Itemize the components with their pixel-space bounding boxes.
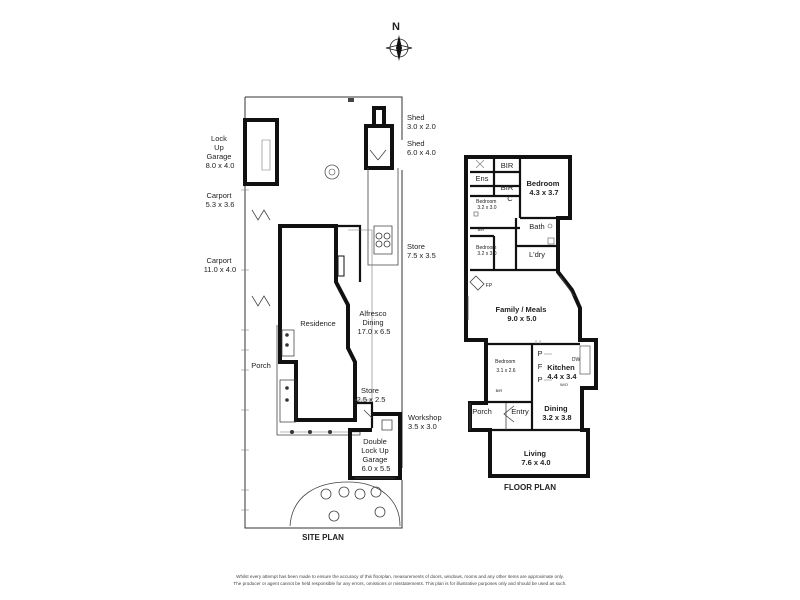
disclaimer-line-2: The producer or agent cannot be held res… — [233, 581, 566, 586]
interior-walls — [470, 157, 582, 432]
label-carport-1: Carport 5.3 x 3.6 — [206, 191, 235, 209]
label-store-1: Store 7.5 x 3.5 — [407, 242, 436, 260]
residence-walls — [278, 224, 357, 422]
compass: N — [385, 21, 413, 61]
site-plan-title: SITE PLAN — [302, 533, 344, 542]
water-tank-icon — [375, 232, 391, 248]
label-bedroom-4: Bedroom 3.1 x 2.6 — [495, 359, 517, 374]
label-bir-1: BIR — [501, 161, 514, 170]
compass-rose-icon — [385, 35, 413, 61]
label-porch-site: Porch — [251, 361, 271, 370]
label-living: Living 7.6 x 4.0 — [521, 449, 550, 467]
carport-gate-1 — [251, 209, 271, 221]
disclaimer: Whilst every attempt has been made to en… — [233, 574, 566, 586]
label-bir-4: BIR — [496, 388, 503, 393]
label-c: C — [507, 194, 513, 203]
garden-trees — [320, 486, 386, 522]
label-p2: P — [537, 375, 542, 384]
label-dw: DW — [572, 357, 581, 363]
label-p1: P — [537, 349, 542, 358]
shed-large-walls — [364, 124, 394, 170]
label-shed-1: Shed 3.0 x 2.0 — [407, 113, 436, 131]
meter-box — [348, 98, 354, 102]
shed-small-walls — [372, 106, 386, 128]
label-store-2: Store 2.5 x 2.5 — [357, 386, 386, 404]
front-porch — [469, 403, 507, 430]
label-bedroom-3: Bedroom 3.2 x 3.0 — [476, 245, 498, 257]
label-bedroom-main: Bedroom 4.3 x 3.7 — [526, 179, 561, 197]
floor-plan-title: FLOOR PLAN — [504, 483, 556, 492]
disclaimer-line-1: Whilst every attempt has been made to en… — [236, 574, 564, 579]
label-dining: Dining 3.2 x 3.8 — [542, 404, 571, 422]
label-lock-up-garage: Lock Up Garage 8.0 x 4.0 — [206, 134, 235, 170]
store-small-walls — [356, 401, 374, 428]
fireplace-icon — [469, 275, 485, 291]
label-bir-3: BIR — [478, 227, 485, 232]
label-ldry: L'dry — [529, 250, 545, 259]
label-bedroom-2: Bedroom 3.2 x 3.0 — [476, 199, 498, 211]
label-bir-2: BIR — [501, 183, 514, 192]
label-fp: FP — [486, 283, 493, 289]
label-residence: Residence — [300, 319, 335, 328]
label-carport-2: Carport 11.0 x 4.0 — [204, 256, 236, 274]
store-strip — [367, 168, 399, 266]
label-shed-2: Shed 6.0 x 4.0 — [407, 139, 436, 157]
floor-plan: Bedroom 4.3 x 3.7 BIR Ens BIR Bedroom 3.… — [464, 155, 598, 492]
label-alfresco: Alfresco Dining 17.0 x 6.5 — [358, 309, 391, 336]
carport-gate-2 — [251, 295, 271, 307]
label-porch-floor: Porch — [472, 407, 492, 416]
entry-door-arrow — [503, 405, 515, 423]
lock-up-garage-walls — [243, 118, 279, 186]
label-bath: Bath — [529, 222, 544, 231]
label-family-meals: Family / Meals 9.0 x 5.0 — [496, 305, 549, 323]
label-entry: Entry — [511, 407, 529, 416]
residence-wing — [338, 224, 362, 282]
kitchen-window-bench — [579, 345, 591, 375]
label-ens: Ens — [476, 174, 489, 183]
compass-north-label: N — [392, 21, 400, 33]
porch-columns — [279, 329, 297, 423]
label-wo: W/O — [560, 382, 568, 387]
label-kitchen: Kitchen 4.4 x 3.4 — [547, 363, 577, 381]
driveway-curve — [289, 481, 401, 527]
label-workshop: Workshop 3.5 x 3.0 — [408, 413, 444, 431]
tree-symbol-1 — [324, 164, 340, 180]
label-double-garage: Double Lock Up Garage 6.0 x 5.5 — [361, 437, 391, 473]
site-plan: Lock Up Garage 8.0 x 4.0 Carport 5.3 x 3… — [204, 96, 444, 542]
label-f: F — [538, 362, 543, 371]
